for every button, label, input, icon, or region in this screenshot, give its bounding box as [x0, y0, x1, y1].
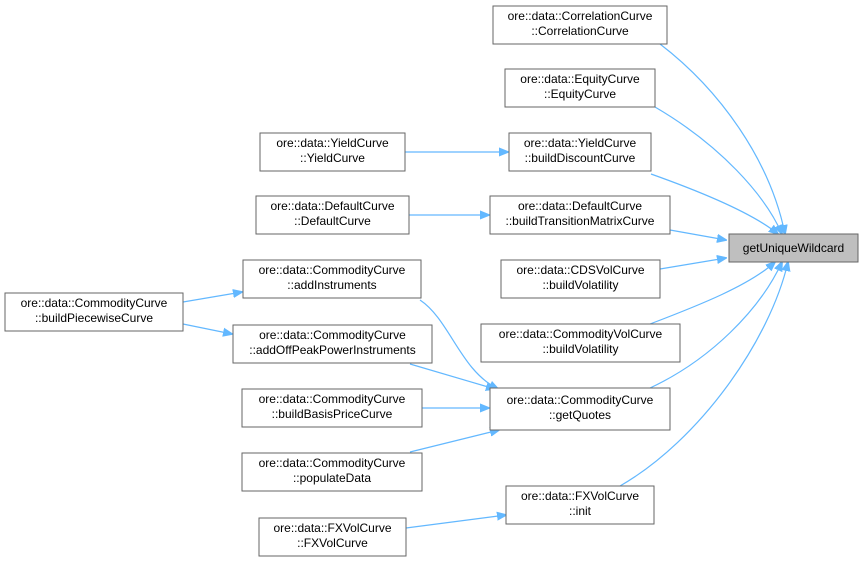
- edge-fxvol-init-to-root: [619, 262, 788, 487]
- edge-correlation-to-root: [659, 43, 785, 234]
- node-label: ore::data::CommodityCurve: [259, 392, 406, 406]
- edge-piecewise-to-add-instruments: [182, 292, 242, 303]
- node-label: ::YieldCurve: [300, 151, 365, 165]
- node-label: ore::data::FXVolCurve: [273, 521, 391, 535]
- node-default-build-transition-matrix-curve[interactable]: ore::data::DefaultCurve ::buildTransitio…: [489, 195, 671, 235]
- node-label: ore::data::CommodityVolCurve: [499, 327, 663, 341]
- node-get-unique-wildcard[interactable]: getUniqueWildcard: [728, 233, 859, 263]
- node-cds-vol-build-volatility[interactable]: ore::data::CDSVolCurve ::buildVolatility: [500, 259, 661, 299]
- node-label: ore::data::YieldCurve: [276, 136, 389, 150]
- node-label: ::buildVolatility: [542, 278, 618, 292]
- node-label: ore::data::CommodityCurve: [259, 328, 406, 342]
- node-correlation-curve[interactable]: ore::data::CorrelationCurve ::Correlatio…: [492, 5, 668, 45]
- node-label: ::CorrelationCurve: [531, 24, 629, 38]
- edges: [182, 43, 788, 529]
- node-default-curve[interactable]: ore::data::DefaultCurve ::DefaultCurve: [255, 195, 410, 235]
- node-label: ::getQuotes: [549, 408, 611, 422]
- node-label: ::addOffPeakPowerInstruments: [249, 343, 416, 357]
- node-equity-curve[interactable]: ore::data::EquityCurve ::EquityCurve: [504, 68, 656, 108]
- node-label: ore::data::CommodityCurve: [21, 296, 168, 310]
- node-commodity-vol-build-volatility[interactable]: ore::data::CommodityVolCurve ::buildVola…: [480, 323, 681, 363]
- node-commodity-build-piecewise-curve[interactable]: ore::data::CommodityCurve ::buildPiecewi…: [4, 292, 184, 332]
- node-label: ::populateData: [293, 471, 371, 485]
- node-label: ore::data::FXVolCurve: [521, 489, 639, 503]
- node-commodity-get-quotes[interactable]: ore::data::CommodityCurve ::getQuotes: [489, 387, 671, 431]
- node-label: ore::data::CommodityCurve: [259, 456, 406, 470]
- node-label: ore::data::CDSVolCurve: [516, 263, 644, 277]
- node-yield-build-discount-curve[interactable]: ore::data::YieldCurve ::buildDiscountCur…: [508, 132, 652, 172]
- node-label: ::DefaultCurve: [294, 214, 371, 228]
- node-label: ::buildDiscountCurve: [525, 151, 636, 165]
- node-label: ::buildTransitionMatrixCurve: [506, 214, 655, 228]
- node-label: ore::data::DefaultCurve: [270, 199, 394, 213]
- edge-commodity-vol-to-root: [649, 262, 775, 325]
- node-fxvol-curve[interactable]: ore::data::FXVolCurve ::FXVolCurve: [258, 517, 407, 557]
- edge-default-transition-to-root: [669, 229, 726, 240]
- node-label: ::buildBasisPriceCurve: [272, 407, 393, 421]
- node-label: ::FXVolCurve: [297, 536, 368, 550]
- node-label: ore::data::EquityCurve: [520, 72, 640, 86]
- node-commodity-build-basis-price-curve[interactable]: ore::data::CommodityCurve ::buildBasisPr…: [241, 388, 423, 428]
- node-commodity-add-instruments[interactable]: ore::data::CommodityCurve ::addInstrumen…: [242, 259, 422, 299]
- edge-piecewise-to-add-offpeak: [182, 323, 232, 334]
- node-label: ::EquityCurve: [544, 87, 616, 101]
- node-yield-curve[interactable]: ore::data::YieldCurve ::YieldCurve: [259, 132, 406, 172]
- edge-populate-to-get-quotes: [409, 430, 499, 453]
- node-label: ore::data::DefaultCurve: [518, 199, 642, 213]
- node-fxvol-init[interactable]: ore::data::FXVolCurve ::init: [505, 485, 655, 525]
- edge-equity-to-root: [654, 106, 782, 234]
- edge-get-quotes-to-root: [649, 262, 782, 389]
- node-label: getUniqueWildcard: [743, 241, 844, 255]
- node-label: ::init: [569, 504, 592, 518]
- node-commodity-populate-data[interactable]: ore::data::CommodityCurve ::populateData: [241, 452, 423, 492]
- edge-fxvol-curve-to-init: [405, 515, 506, 529]
- node-commodity-add-offpeak-power-instruments[interactable]: ore::data::CommodityCurve ::addOffPeakPo…: [232, 324, 433, 364]
- node-label: ore::data::YieldCurve: [524, 136, 637, 150]
- node-label: ore::data::CommodityCurve: [259, 263, 406, 277]
- edge-cds-vol-to-root: [659, 258, 726, 270]
- edge-yield-discount-to-root: [650, 173, 778, 234]
- node-label: ore::data::CommodityCurve: [507, 393, 654, 407]
- node-label: ::buildVolatility: [542, 342, 618, 356]
- edge-add-instruments-to-get-quotes: [419, 299, 498, 389]
- edge-add-offpeak-to-get-quotes: [409, 363, 495, 389]
- node-label: ::addInstruments: [287, 278, 376, 292]
- node-label: ::buildPiecewiseCurve: [35, 311, 153, 325]
- node-label: ore::data::CorrelationCurve: [508, 9, 653, 23]
